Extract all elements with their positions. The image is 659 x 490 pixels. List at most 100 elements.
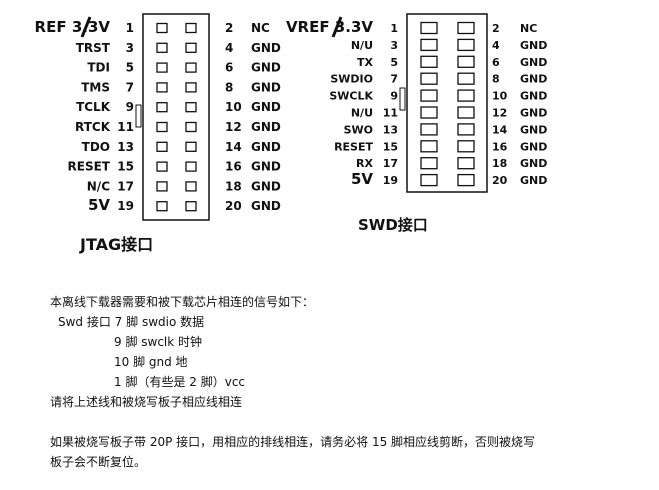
jtag-key-notch — [135, 104, 142, 128]
swd-pin-number: 14 — [492, 123, 508, 136]
jtag-pin-number: 4 — [225, 41, 233, 55]
swd-pin-number: 10 — [492, 90, 508, 103]
swd-pin-number: 6 — [492, 56, 500, 69]
text-gnd: 10 脚 gnd 地 — [114, 355, 188, 369]
jtag-signal-label: GND — [251, 140, 281, 154]
jtag-ref-slash — [80, 16, 92, 38]
jtag-pin-pad — [185, 102, 197, 113]
jtag-pin-pad — [185, 121, 197, 133]
swd-signal-label: RESET — [334, 140, 373, 153]
jtag-pin-pad — [185, 141, 197, 152]
jtag-pin-pad — [185, 181, 197, 192]
jtag-pin-number: 20 — [225, 199, 242, 213]
jtag-title: JTAG接口 — [79, 235, 153, 254]
jtag-pin-pad — [156, 102, 168, 113]
text-connect: 请将上述线和被烧写板子相应线相连 — [50, 395, 243, 409]
text-vcc: 1 脚（有些是 2 脚）vcc — [114, 375, 246, 389]
text-warning-2: 板子会不断复位。 — [50, 455, 147, 469]
jtag-signal-label: REF 3.3V — [35, 18, 111, 36]
swd-pin-number: 2 — [492, 22, 500, 35]
swd-pin-number: 18 — [492, 157, 507, 170]
swd-signal-label: N/U — [351, 39, 373, 52]
jtag-pin-pad — [185, 42, 197, 53]
jtag-pin-number: 1 — [126, 21, 134, 35]
jtag-signal-label: GND — [251, 41, 281, 55]
jtag-signal-label: GND — [251, 199, 281, 213]
jtag-pin-pad — [156, 82, 168, 93]
jtag-pin-pad — [156, 201, 168, 212]
jtag-pin-pad — [185, 201, 197, 212]
jtag-pin-pad — [156, 62, 168, 73]
jtag-signal-label: TDO — [82, 140, 110, 154]
text-swdio: Swd 接口 7 脚 swdio 数据 — [58, 315, 205, 329]
jtag-signal-label: GND — [251, 100, 281, 114]
swd-pin-number: 1 — [390, 22, 398, 35]
jtag-signal-label: GND — [251, 120, 281, 134]
jtag-signal-label: RTCK — [75, 120, 111, 134]
swd-key-notch — [399, 87, 406, 111]
swd-pin-number: 8 — [492, 73, 500, 86]
swd-pin-number: 16 — [492, 140, 508, 153]
swd-pin-number: 20 — [492, 174, 508, 187]
jtag-pin-number: 8 — [225, 80, 233, 94]
jtag-pin-number: 17 — [117, 179, 134, 193]
jtag-header-body — [142, 13, 210, 221]
text-intro: 本离线下载器需要和被下载芯片相连的信号如下： — [50, 295, 315, 309]
swd-signal-label: RX — [356, 157, 373, 170]
swd-signal-label: SWDIO — [330, 73, 373, 86]
jtag-signal-label: TDI — [87, 61, 110, 75]
swd-pin-pad — [420, 140, 438, 153]
swd-pin-number: 3 — [390, 39, 398, 52]
swd-pin-pad — [457, 89, 475, 102]
jtag-pin-pad — [185, 62, 197, 73]
swd-signal-label: GND — [520, 174, 547, 187]
swd-signal-label: GND — [520, 123, 547, 136]
swd-title: SWD接口 — [358, 216, 428, 234]
jtag-pin-number: 9 — [126, 100, 134, 114]
swd-pin-number: 17 — [383, 157, 398, 170]
jtag-signal-label: N/C — [87, 179, 110, 193]
swd-pin-pad — [420, 123, 438, 136]
swd-pin-pad — [420, 157, 438, 170]
swd-pin-number: 4 — [492, 39, 500, 52]
jtag-pin-pad — [156, 161, 168, 172]
swd-pin-number: 13 — [383, 123, 398, 136]
swd-pin-pad — [457, 173, 475, 187]
jtag-pin-number: 12 — [225, 120, 242, 134]
jtag-pin-number: 15 — [117, 160, 134, 174]
instructions: 本离线下载器需要和被下载芯片相连的信号如下： Swd 接口 7 脚 swdio … — [50, 292, 650, 472]
swd-signal-label: TX — [357, 56, 374, 69]
jtag-signal-label: TCLK — [76, 100, 111, 114]
jtag-pin-number: 18 — [225, 179, 242, 193]
text-swclk: 9 脚 swclk 时钟 — [114, 335, 203, 349]
swd-signal-label: SWO — [344, 123, 373, 136]
swd-signal-label: NC — [520, 22, 537, 35]
jtag-signal-label: GND — [251, 80, 281, 94]
swd-pin-pad — [420, 173, 438, 187]
jtag-signal-label: GND — [251, 179, 281, 193]
swd-pin-pad — [420, 38, 438, 52]
jtag-pin-number: 13 — [117, 140, 134, 154]
jtag-pin-pad — [156, 121, 168, 133]
jtag-pin-number: 7 — [126, 80, 134, 94]
swd-signal-label: VREF 3.3V — [286, 18, 373, 36]
jtag-signal-label: NC — [251, 21, 270, 35]
swd-signal-label: GND — [520, 107, 547, 120]
jtag-pin-number: 14 — [225, 140, 242, 154]
swd-signal-label: GND — [520, 73, 547, 86]
swd-pin-pad — [457, 21, 475, 35]
swd-pin-pad — [457, 55, 475, 68]
jtag-pin-number: 10 — [225, 100, 242, 114]
swd-pin-number: 19 — [383, 174, 398, 187]
swd-vref-slash — [331, 16, 343, 38]
jtag-signal-label: RESET — [68, 160, 111, 174]
swd-pin-number: 15 — [383, 140, 398, 153]
jtag-signal-label: TMS — [81, 80, 110, 94]
jtag-pin-number: 5 — [126, 61, 134, 75]
jtag-signal-label: 5V — [88, 196, 110, 214]
